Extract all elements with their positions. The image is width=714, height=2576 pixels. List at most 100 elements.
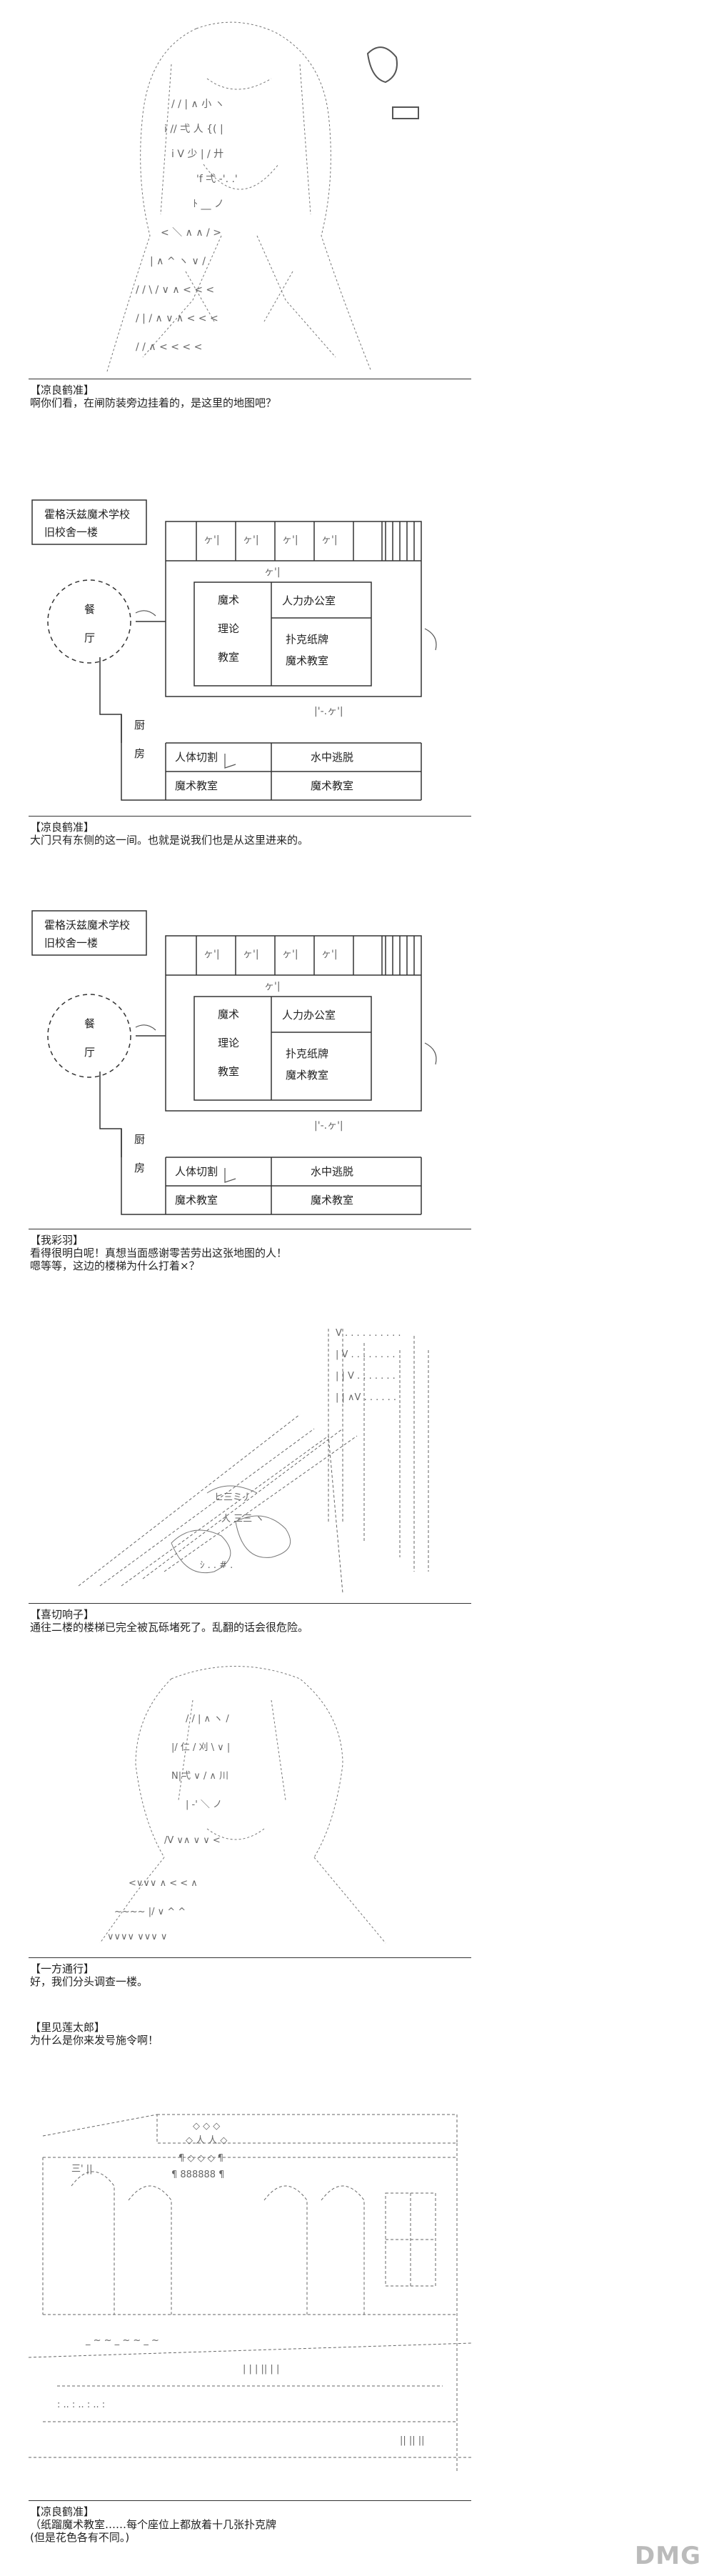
svg-text:V . . . . . . . . . .: V . . . . . . . . . . — [336, 1328, 401, 1339]
ascii-art-boy: / / | ∧ ヽ / |/ 仁 / 刈 \ ∨ | N|弌 ∨ / ∧ 川 |… — [99, 1666, 386, 1944]
svg-text:◇ 人 人 ◇: ◇ 人 人 ◇ — [186, 2135, 227, 2146]
kitchen-label-2: 房 — [134, 1162, 145, 1174]
svg-text:| V . . . . . . . .: | V . . . . . . . . — [336, 1349, 396, 1360]
poker-label-2: 魔术教室 — [286, 1069, 328, 1082]
map-title: 霍格沃兹魔术学校 — [44, 919, 130, 932]
speaker-label: 【凉良鹤准】 — [30, 2505, 95, 2518]
body-cut-2: 魔术教室 — [175, 1194, 218, 1207]
water-escape-2: 魔术教室 — [311, 1194, 353, 1207]
divider — [29, 1957, 471, 1958]
svg-text:<∨∨∨ ∧ < < ∧: <∨∨∨ ∧ < < ∧ — [129, 1878, 198, 1889]
svg-text:ヶ'|: ヶ'| — [282, 949, 298, 960]
svg-text:ヶ'|: ヶ'| — [321, 949, 338, 960]
svg-text:ヶ'|: ヶ'| — [264, 566, 281, 578]
magic-theory-2: 理论 — [218, 622, 239, 635]
svg-text:/ / ∧ < < < <: / / ∧ < < < < — [136, 341, 202, 353]
svg-text:| ‐' ＼ ノ: | ‐' ＼ ノ — [186, 1799, 222, 1810]
svg-text:ヒ三ミ丿: ヒ三ミ丿 — [214, 1492, 251, 1503]
poker-label-1: 扑克纸牌 — [286, 1047, 328, 1060]
poker-label-2: 魔术教室 — [286, 654, 328, 667]
speaker-label: 【一方通行】 — [30, 1962, 95, 1975]
kitchen-label-1: 厨 — [134, 719, 145, 732]
magic-theory-2: 理论 — [218, 1037, 239, 1049]
svg-text:| ∧ ^ ヽ ∨ /: | ∧ ^ ヽ ∨ / — [150, 256, 206, 267]
svg-text:|'‐.ヶ'|: |'‐.ヶ'| — [314, 706, 343, 717]
dining-label-2: 厅 — [84, 1046, 95, 1059]
magic-theory-3: 教室 — [218, 1065, 239, 1078]
svg-text:ヶ'|: ヶ'| — [282, 534, 298, 546]
svg-text:ﾄ __ ノ: ﾄ __ ノ — [193, 199, 224, 210]
dialogue-line: 嗯等等，这边的楼梯为什么打着×？ — [30, 1259, 200, 1272]
panel-6: 【里见莲太郎】 为什么是你来发号施令啊！ — [29, 2007, 471, 2072]
dialogue-line: 为什么是你来发号施令啊！ — [30, 2034, 159, 2047]
divider — [29, 2500, 471, 2501]
speaker-label: 【凉良鹤准】 — [30, 821, 95, 834]
school-map: ヶ'| ヶ'| ヶ'| ヶ'| ヶ'| |'‐.ヶ'| 霍格沃兹魔术学校 旧校舍一楼… — [31, 499, 437, 801]
kitchen-label-1: 厨 — [134, 1133, 145, 1146]
svg-text:ヶ'|: ヶ'| — [243, 949, 259, 960]
svg-text:'f 弌 ‐'. .': 'f 弌 ‐'. .' — [196, 174, 238, 185]
speaker-label: 【我彩羽】 — [30, 1234, 84, 1247]
dialogue-line: （纸蹓魔术教室……每个座位上都放着十几张扑克牌 — [30, 2518, 277, 2531]
svg-text:/ / \ / ∨ ∧ < < <: / / \ / ∨ ∧ < < < — [136, 284, 214, 296]
dialogue-line: 好，我们分头调查一楼。 — [30, 1975, 149, 1988]
map-subtitle: 旧校舍一楼 — [44, 526, 98, 539]
svg-text:| | V . . . . . . .: | | V . . . . . . . — [336, 1371, 396, 1382]
svg-text:ヶ'|: ヶ'| — [203, 949, 220, 960]
panel-5: / / | ∧ ヽ / |/ 仁 / 刈 \ ∨ | N|弌 ∨ / ∧ 川 |… — [29, 1657, 471, 2007]
water-escape-1: 水中逃脱 — [311, 1165, 353, 1178]
svg-text:/ / | ∧ 小 ヽ: / / | ∧ 小 ヽ — [171, 99, 225, 110]
dialogue-line: 看得很明白呢！真想当面感谢零苦劳出这张地图的人！ — [30, 1247, 288, 1259]
dining-label-2: 厅 — [84, 631, 95, 644]
svg-text:N|弌 ∨ / ∧ 川: N|弌 ∨ / ∧ 川 — [171, 1771, 228, 1782]
map-title: 霍格沃兹魔术学校 — [44, 508, 130, 521]
svg-text:|'‐.ヶ'|: |'‐.ヶ'| — [314, 1120, 343, 1132]
dialogue-line: 啊你们看，在闸防装旁边挂着的，是这里的地图吧？ — [30, 396, 277, 409]
school-map-marked: ヶ'| ヶ'| ヶ'| ヶ'| ヶ'| |'‐.ヶ'| 霍格沃兹魔术学校 旧校舍一楼… — [31, 910, 437, 1215]
panel-2: ヶ'| ヶ'| ヶ'| ヶ'| ヶ'| |'‐.ヶ'| 霍格沃兹魔术学校 旧校舍一楼… — [29, 429, 471, 857]
svg-text:三' ||: 三' || — [71, 2164, 92, 2175]
poker-label-1: 扑克纸牌 — [286, 633, 328, 646]
svg-text:i // 弌 人 {( |: i // 弌 人 {( | — [164, 124, 223, 135]
speaker-label: 【里见莲太郎】 — [30, 2021, 106, 2034]
divider — [29, 816, 471, 817]
map-subtitle: 旧校舍一楼 — [44, 937, 98, 949]
dining-label-1: 餐 — [84, 603, 95, 616]
svg-text:/ | / ∧ ∨ ∧ < < <: / | / ∧ ∨ ∧ < < < — [136, 313, 218, 324]
ascii-art-stairs: V . . . . . . . . . . | V . . . . . . . … — [78, 1328, 429, 1594]
body-cut-1: 人体切割 — [175, 1165, 218, 1178]
svg-text:i V 少 | / 廾: i V 少 | / 廾 — [171, 149, 223, 160]
kitchen-label-2: 房 — [134, 747, 145, 760]
svg-text:| | | || | |: | | | || | | — [243, 2364, 279, 2375]
water-escape-2: 魔术教室 — [311, 779, 353, 792]
hr-office-label: 人力办公室 — [282, 1009, 336, 1022]
svg-text:ヶ'|: ヶ'| — [321, 534, 338, 546]
svg-text:◇ ◇ ◇: ◇ ◇ ◇ — [193, 2121, 220, 2132]
svg-text:|/ 仁 / 刈 \ ∨ |: |/ 仁 / 刈 \ ∨ | — [171, 1742, 230, 1753]
panel-7: ◇ ◇ ◇ ◇ 人 人 ◇ ¶ ◇ ◇ ◇ ¶ ¶ 888888 ¶ 三' ||… — [29, 2072, 471, 2576]
dialogue-line: 通往二楼的楼梯已完全被瓦砾堵死了。乱翻的话会很危险。 — [30, 1621, 309, 1634]
svg-text:< ＼ ∧ ∧ / >: < ＼ ∧ ∧ / > — [161, 227, 221, 239]
svg-text:/V ∨∧ ∨ ∨ <: /V ∨∧ ∨ ∨ < — [164, 1835, 221, 1846]
divider — [29, 1603, 471, 1604]
body-cut-1: 人体切割 — [175, 751, 218, 764]
ascii-art-girl: / / | ∧ 小 ヽ i // 弌 人 {( | i V 少 | / 廾 'f… — [106, 21, 419, 371]
svg-text:_ ~ ~ _ ~ ~ _ ~: _ ~ ~ _ ~ ~ _ ~ — [85, 2335, 159, 2346]
svg-text:ヶ'|: ヶ'| — [243, 534, 259, 546]
panel-1: / / | ∧ 小 ヽ i // 弌 人 {( | i V 少 | / 廾 'f… — [29, 0, 471, 429]
magic-theory-1: 魔术 — [218, 594, 239, 606]
dialogue-line: (但是花色各有不同。) — [30, 2531, 130, 2544]
svg-text:: .. : .. : .. :: : .. : .. : .. : — [57, 2400, 105, 2410]
svg-text:ヶ'|: ヶ'| — [264, 981, 281, 992]
ascii-art-classroom: ◇ ◇ ◇ ◇ 人 人 ◇ ¶ ◇ ◇ ◇ ¶ ¶ 888888 ¶ 三' ||… — [29, 2114, 471, 2472]
svg-text:~~~~ |/ ∨ ^ ^: ~~~~ |/ ∨ ^ ^ — [114, 1907, 186, 1917]
panel-3: ヶ'| ヶ'| ヶ'| ヶ'| ヶ'| |'‐.ヶ'| 霍格沃兹魔术学校 旧校舍一楼… — [29, 857, 471, 1286]
body-cut-2: 魔术教室 — [175, 779, 218, 792]
magic-theory-1: 魔术 — [218, 1008, 239, 1021]
svg-text:ｼ . . # .: ｼ . . # . — [200, 1560, 233, 1571]
panel-4: V . . . . . . . . . . | V . . . . . . . … — [29, 1286, 471, 1657]
speaker-label: 【凉良鹤准】 — [30, 384, 95, 396]
dialogue-line: 大门只有东侧的这一间。也就是说我们也是从这里进来的。 — [30, 834, 309, 847]
svg-text:ヶ'|: ヶ'| — [203, 534, 220, 546]
magic-theory-3: 教室 — [218, 651, 239, 664]
